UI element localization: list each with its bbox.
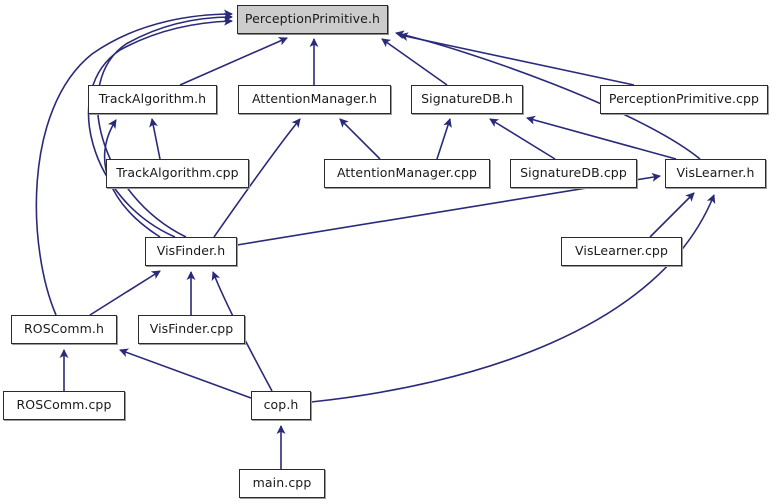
edge-vislearner-cpp-to-vislearner-h [649,192,695,238]
edge-visfinder-h-to-perceptionprimitive-h-2 [96,12,233,238]
edge-vislearner-h-to-signaturedb-h [526,115,677,160]
edge-perceptionprimitive-cpp-to-perceptionprimitive-h [399,32,635,86]
node-vislearner-h[interactable]: VisLearner.h [665,159,766,188]
edge-vislearner-h-to-perceptionprimitive-h [395,30,701,160]
edge-roscomm-h-to-visfinder-h [89,270,161,316]
edge-visfinder-h-to-perceptionprimitive-h [87,16,233,238]
node-attentionmanager-h[interactable]: AttentionManager.h [238,85,391,114]
node-main-cpp[interactable]: main.cpp [239,469,325,498]
edge-trackalgorithm-h-to-perceptionprimitive-h [179,37,288,86]
node-visfinder-cpp[interactable]: VisFinder.cpp [138,315,245,344]
node-attentionmanager-cpp[interactable]: AttentionManager.cpp [324,159,490,188]
node-visfinder-h[interactable]: VisFinder.h [145,237,237,266]
node-vislearner-cpp[interactable]: VisLearner.cpp [561,237,682,266]
edge-visfinder-h-to-attentionmanager-h [213,118,301,238]
node-signaturedb-cpp[interactable]: SignatureDB.cpp [510,159,637,188]
node-roscomm-h[interactable]: ROSComm.h [11,315,117,344]
node-roscomm-cpp[interactable]: ROSComm.cpp [3,391,125,420]
edge-trackalgorithm-cpp-to-trackalgorithm-h [149,118,161,160]
edge-cop-h-to-roscomm-h [119,348,252,399]
node-perceptionprimitive-cpp[interactable]: PerceptionPrimitive.cpp [600,85,768,114]
edge-attentionmanager-cpp-to-attentionmanager-h [339,118,381,160]
node-cop-h[interactable]: cop.h [251,391,311,420]
node-trackalgorithm-h[interactable]: TrackAlgorithm.h [88,85,217,114]
edge-signaturedb-h-to-perceptionprimitive-h [381,38,448,86]
node-trackalgorithm-cpp[interactable]: TrackAlgorithm.cpp [106,159,249,188]
node-signaturedb-h[interactable]: SignatureDB.h [411,85,523,114]
edge-cop-h-to-vislearner-h [310,194,716,403]
node-perceptionprimitive-h[interactable]: PerceptionPrimitive.h [237,5,388,34]
edge-signaturedb-cpp-to-signaturedb-h [489,118,556,160]
edge-attentionmanager-cpp-to-signaturedb-h [436,118,452,160]
edge-roscomm-h-to-perceptionprimitive-h [35,9,233,316]
